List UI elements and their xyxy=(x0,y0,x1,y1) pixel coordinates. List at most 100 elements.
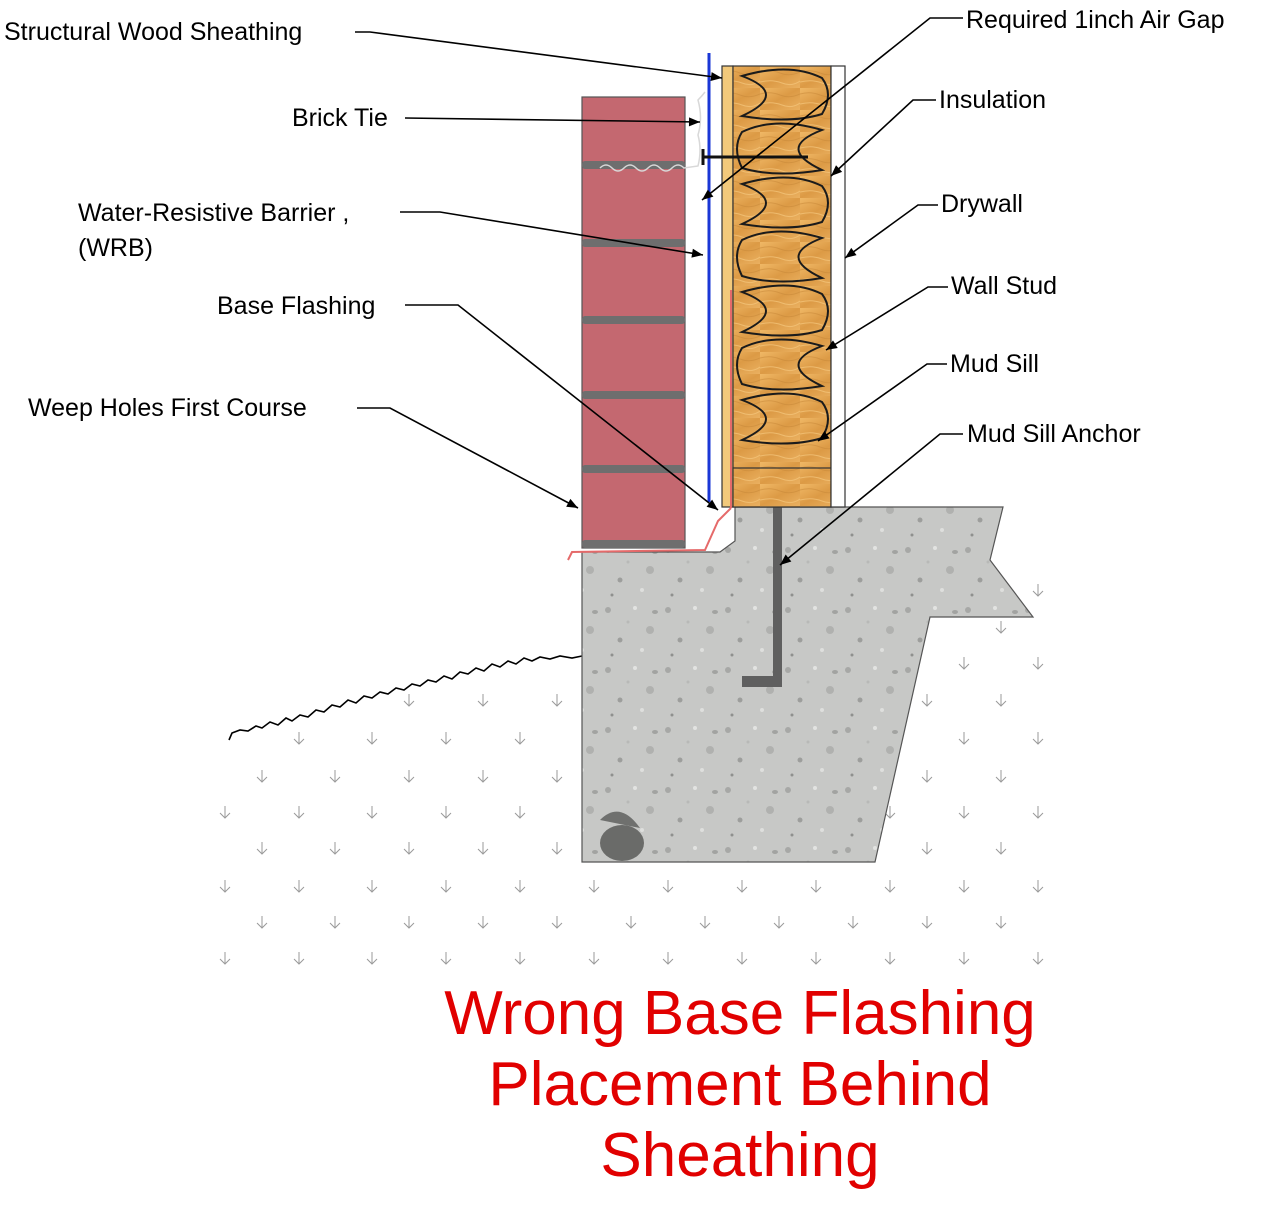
soil-arrow xyxy=(1032,880,1044,893)
soil-arrow xyxy=(884,880,896,893)
soil-arrow xyxy=(958,657,970,670)
soil-arrow xyxy=(995,621,1007,634)
soil-arrow xyxy=(1032,952,1044,965)
soil-fill xyxy=(219,584,1044,965)
soil-arrow xyxy=(625,916,637,929)
wall-stud xyxy=(732,65,832,508)
soil-arrow xyxy=(995,916,1007,929)
insulation-loop xyxy=(736,338,826,391)
soil-arrow xyxy=(256,770,268,783)
title-line-3: Sheathing xyxy=(600,1121,880,1190)
label-brick-tie: Brick Tie xyxy=(292,104,388,132)
soil-arrow xyxy=(551,770,563,783)
soil-arrow xyxy=(551,842,563,855)
soil-arrow xyxy=(477,842,489,855)
concrete-void xyxy=(600,825,644,861)
soil-arrow xyxy=(514,880,526,893)
soil-arrow xyxy=(293,806,305,819)
label-structural-wood-sheathing: Structural Wood Sheathing xyxy=(4,18,302,46)
soil-arrow xyxy=(736,952,748,965)
leader-line xyxy=(701,17,963,201)
label-mud-sill-anchor: Mud Sill Anchor xyxy=(967,420,1141,448)
leader-line xyxy=(817,363,947,442)
soil-arrow xyxy=(514,732,526,745)
soil-arrow xyxy=(662,880,674,893)
label-drywall: Drywall xyxy=(941,190,1023,218)
insulation-loop xyxy=(738,284,829,337)
soil-arrow xyxy=(366,732,378,745)
soil-arrow xyxy=(329,770,341,783)
label-wrb-line1: Water-Resistive Barrier , xyxy=(78,199,349,227)
label-wall-stud: Wall Stud xyxy=(951,272,1057,300)
leader-line xyxy=(400,211,704,258)
label-mud-sill: Mud Sill xyxy=(950,350,1039,378)
soil-arrow xyxy=(477,916,489,929)
soil-arrow xyxy=(958,806,970,819)
soil-arrow xyxy=(1032,806,1044,819)
soil-arrow xyxy=(921,842,933,855)
soil-arrow xyxy=(1032,657,1044,670)
mud-sill xyxy=(732,467,832,508)
title-line-1: Wrong Base Flashing xyxy=(444,979,1036,1048)
label-weep-holes: Weep Holes First Course xyxy=(28,394,307,422)
soil-arrow xyxy=(366,806,378,819)
concrete-foundation xyxy=(581,506,1035,863)
leader-line xyxy=(405,304,719,511)
drywall xyxy=(830,65,846,508)
label-insulation: Insulation xyxy=(939,86,1046,114)
grade-line xyxy=(228,655,583,741)
soil-arrow xyxy=(699,916,711,929)
soil-arrow xyxy=(293,880,305,893)
soil-arrow xyxy=(293,732,305,745)
insulation-loop xyxy=(738,176,829,229)
soil-arrow xyxy=(256,916,268,929)
leader-line xyxy=(779,433,963,566)
soil-arrow xyxy=(810,880,822,893)
soil-arrow xyxy=(588,952,600,965)
soil-arrow xyxy=(995,770,1007,783)
mortar-joint xyxy=(582,540,685,548)
soil-arrow xyxy=(736,880,748,893)
title-line-2: Placement Behind xyxy=(488,1050,992,1119)
base-flashing xyxy=(567,507,732,561)
soil-arrow xyxy=(403,916,415,929)
soil-arrow xyxy=(477,694,489,707)
soil-arrow xyxy=(884,806,896,819)
soil-arrow xyxy=(921,770,933,783)
soil-arrow xyxy=(440,732,452,745)
soil-arrow xyxy=(958,880,970,893)
soil-arrow xyxy=(921,916,933,929)
soil-arrow xyxy=(588,880,600,893)
soil-arrow xyxy=(477,770,489,783)
insulation-loop xyxy=(736,230,826,283)
soil-arrow xyxy=(293,952,305,965)
leader-line xyxy=(825,286,948,351)
leader-line xyxy=(357,407,579,509)
soil-arrow xyxy=(1032,732,1044,745)
soil-arrow xyxy=(662,952,674,965)
soil-arrow xyxy=(219,806,231,819)
soil-arrow xyxy=(958,952,970,965)
soil-arrow xyxy=(329,916,341,929)
soil-arrow xyxy=(219,952,231,965)
soil-arrow xyxy=(1032,584,1044,597)
soil-arrow xyxy=(440,806,452,819)
soil-arrow xyxy=(884,952,896,965)
mortar-joint xyxy=(582,161,685,169)
callout-leaders xyxy=(355,17,963,566)
leader-line xyxy=(355,31,723,82)
label-wrb-line2: (WRB) xyxy=(78,234,153,262)
mortar-joint xyxy=(582,316,685,324)
insulation-loop xyxy=(738,68,829,121)
soil-arrow xyxy=(551,916,563,929)
leader-line xyxy=(404,117,701,127)
soil-arrow xyxy=(921,694,933,707)
soil-arrow xyxy=(366,952,378,965)
soil-arrow xyxy=(256,842,268,855)
soil-arrow xyxy=(995,694,1007,707)
leader-line xyxy=(830,99,936,177)
soil-arrow xyxy=(551,694,563,707)
soil-arrow xyxy=(514,806,526,819)
soil-arrow xyxy=(514,952,526,965)
